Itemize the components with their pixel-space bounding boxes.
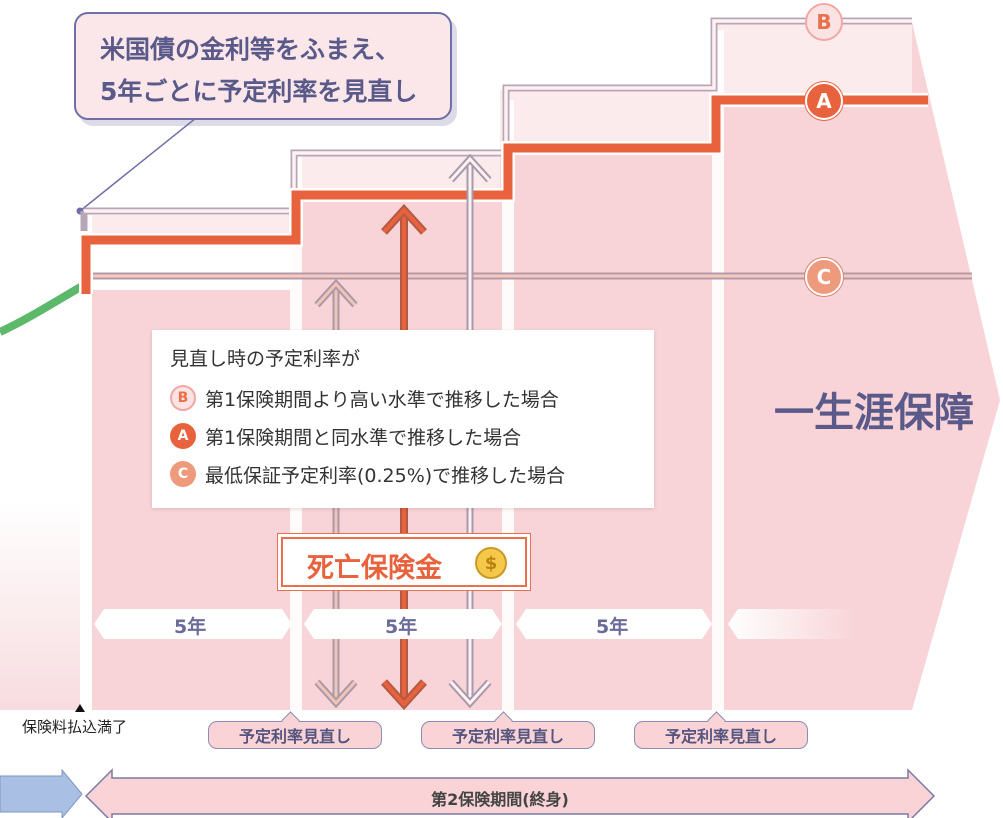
- period-label-1: 5年: [174, 616, 207, 638]
- period-chip-4: [728, 609, 860, 639]
- line-a: [81, 95, 928, 294]
- legend-item-a: A 第1保険期間と同水準で推移した場合: [170, 422, 521, 450]
- revision-tag-1: 予定利率見直し: [208, 721, 382, 749]
- legend-text-a: 第1保険期間と同水準で推移した場合: [205, 426, 522, 449]
- legend-title: 見直し時の予定利率が: [170, 348, 361, 370]
- badge-a: A: [805, 82, 843, 120]
- second-period-arrow: [84, 768, 936, 818]
- death-benefit-label: 死亡保険金: [307, 553, 442, 584]
- period-chip-3: [516, 609, 712, 639]
- lifetime-coverage-label: 一生涯保障: [774, 390, 974, 436]
- period-chip-2: [304, 609, 502, 639]
- death-benefit-box: 死亡保険金 $: [281, 537, 527, 587]
- premium-paid-marker: [75, 704, 85, 712]
- legend-box: 見直し時の予定利率が B 第1保険期間より高い水準で推移した場合 A 第1保険期…: [152, 330, 654, 508]
- callout-line-1: 米国債の金利等をふまえ、: [100, 35, 401, 64]
- badge-c: C: [805, 258, 843, 296]
- divider-4: [712, 30, 724, 710]
- badge-b: B: [805, 3, 843, 41]
- legend-item-c: C 最低保証予定利率(0.25%)で推移した場合: [170, 460, 565, 488]
- legend-item-b: B 第1保険期間より高い水準で推移した場合: [170, 384, 559, 412]
- legend-badge-a: A: [170, 423, 196, 449]
- first-period-area: [0, 330, 80, 710]
- legend-text-c: 最低保証予定利率(0.25%)で推移した場合: [205, 464, 566, 487]
- revision-tag-3: 予定利率見直し: [634, 721, 808, 749]
- period-label-3: 5年: [596, 616, 629, 638]
- revision-tag-2: 予定利率見直し: [421, 721, 595, 749]
- callout-box: 米国債の金利等をふまえ、 5年ごとに予定利率を見直し: [74, 12, 452, 120]
- first-period-arrow: [0, 768, 83, 818]
- premium-paid-label: 保険料払込満了: [22, 718, 128, 736]
- callout-line-2: 5年ごとに予定利率を見直し: [100, 77, 418, 106]
- first-period-line: [0, 281, 86, 336]
- legend-badge-b: B: [170, 385, 196, 411]
- legend-text-b: 第1保険期間より高い水準で推移した場合: [205, 388, 559, 411]
- divider-1: [80, 200, 92, 710]
- second-period-label: 第2保険期間(終身): [431, 790, 569, 809]
- period-label-2: 5年: [385, 616, 418, 638]
- coin-icon: $: [475, 547, 507, 579]
- callout-pointer: [79, 117, 197, 212]
- legend-badge-c: C: [170, 461, 196, 487]
- period-chip-1: [94, 609, 292, 639]
